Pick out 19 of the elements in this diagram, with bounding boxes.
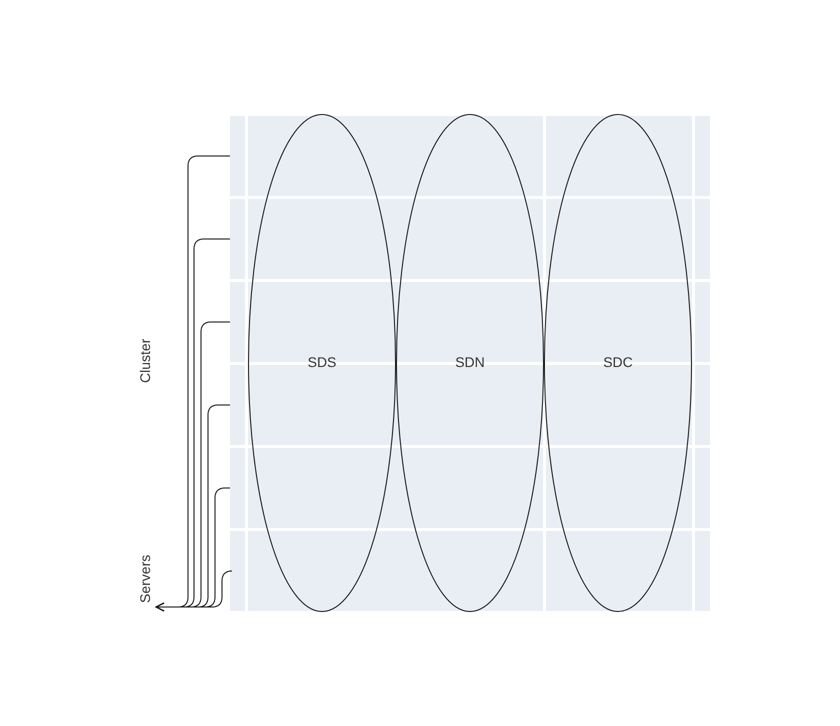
grid-cell — [230, 531, 245, 611]
vertical-label: Cluster — [136, 338, 154, 386]
grid-cell — [248, 448, 543, 528]
grid-cell — [230, 282, 245, 362]
ellipse — [544, 114, 692, 612]
grid-cell — [230, 199, 245, 279]
ellipse-label: SDN — [455, 354, 485, 370]
grid-cell — [230, 365, 245, 445]
grid-cell — [230, 448, 245, 528]
ellipse — [248, 114, 396, 612]
grid-cell — [230, 116, 245, 196]
vertical-label: Servers — [136, 548, 154, 610]
grid-cell — [248, 531, 543, 611]
grid-cell — [248, 199, 543, 279]
grid-cell — [248, 116, 543, 196]
arrow — [156, 570, 232, 612]
ellipse — [396, 114, 544, 612]
ellipse-label: SDS — [308, 354, 336, 370]
ellipse-label: SDC — [603, 354, 633, 370]
